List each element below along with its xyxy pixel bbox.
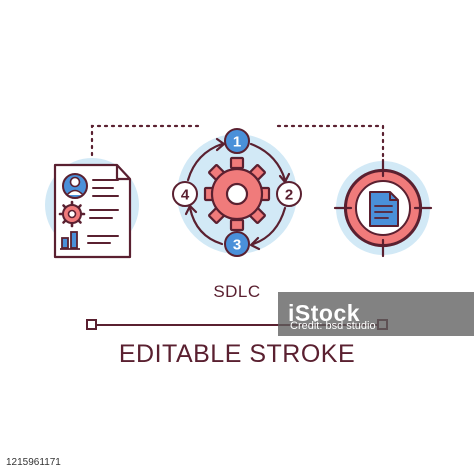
gear-icon bbox=[203, 156, 271, 232]
watermark-overlay: iStock Credit: bsd studio bbox=[278, 292, 474, 336]
step-badge-1: 1 bbox=[224, 128, 250, 154]
bar-chart-icon bbox=[60, 231, 80, 250]
editable-stroke-label: EDITABLE STROKE bbox=[118, 340, 356, 368]
step-badge-2: 2 bbox=[276, 181, 302, 207]
text-lines bbox=[87, 179, 119, 244]
avatar-icon bbox=[62, 173, 88, 199]
footer-band bbox=[0, 448, 474, 474]
small-gear-icon bbox=[58, 200, 86, 228]
target-document-icon bbox=[333, 158, 433, 258]
concept-title: SDLC bbox=[213, 282, 261, 301]
document-icon bbox=[369, 191, 399, 227]
step-number: 3 bbox=[233, 237, 241, 254]
step-number: 2 bbox=[285, 187, 293, 204]
watermark-logo: iStock bbox=[288, 300, 361, 326]
step-number: 4 bbox=[181, 187, 190, 204]
resume-document-icon bbox=[45, 158, 139, 259]
step-badge-3: 3 bbox=[224, 231, 250, 257]
step-badge-4: 4 bbox=[172, 181, 198, 207]
sdlc-cycle-icon: 1 2 3 4 bbox=[172, 128, 302, 257]
image-id-label: 1215961171 bbox=[6, 457, 61, 468]
cycle-arrows-icon bbox=[184, 137, 291, 251]
watermark-credit: Credit: bsd studio bbox=[290, 320, 376, 332]
dotted-connector bbox=[90, 124, 385, 160]
step-number: 1 bbox=[233, 134, 241, 151]
